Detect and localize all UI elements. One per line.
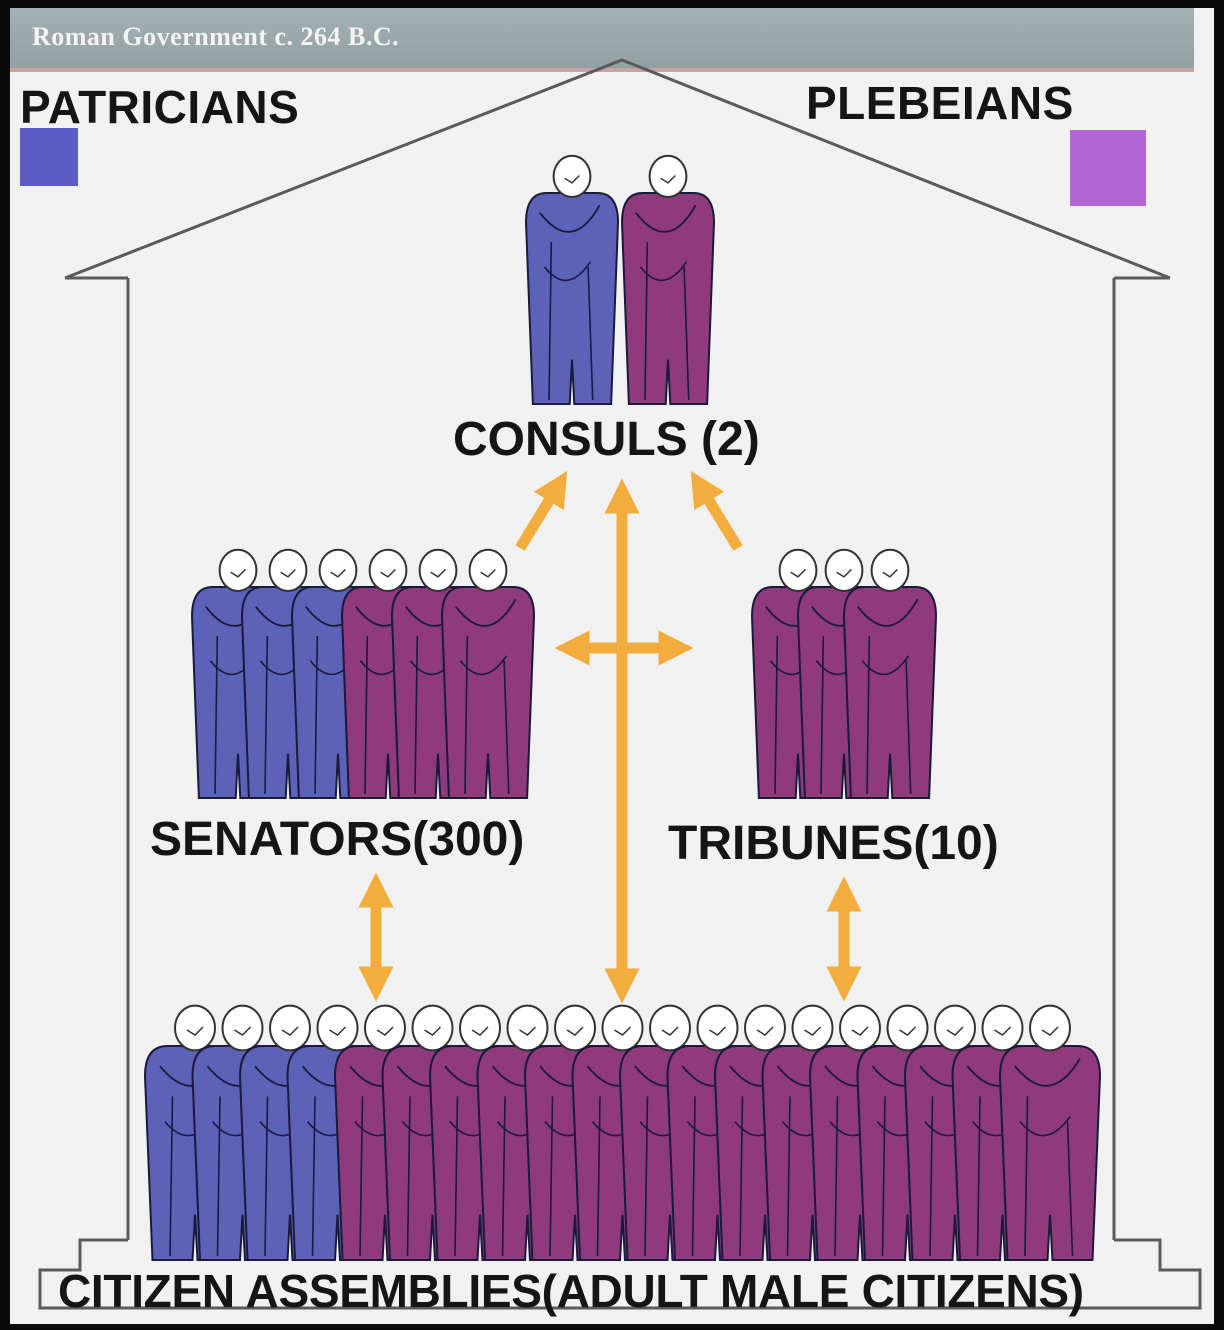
plebeian-figure [442, 550, 534, 798]
tribunes-to-consuls-arrow [700, 486, 738, 548]
senators-to-consuls-arrow [520, 486, 558, 548]
citizen-assemblies-label: CITIZEN ASSEMBLIES(ADULT MALE CITIZENS) [58, 1264, 1084, 1318]
legend-patricians-label: PATRICIANS [20, 80, 299, 134]
plebeian-figure [844, 550, 936, 798]
legend-plebeians-swatch [1070, 130, 1146, 206]
diagram-canvas: Roman Government c. 264 B.C. PATRICIANS … [10, 8, 1214, 1324]
diagram-svg [10, 8, 1214, 1324]
legend-patricians-swatch [20, 128, 78, 186]
legend-plebeians-label: PLEBEIANS [806, 76, 1074, 130]
consuls-figures [526, 156, 714, 404]
senators-label: SENATORS(300) [150, 812, 524, 867]
patrician-figure [526, 156, 618, 404]
tribunes-label: TRIBUNES(10) [668, 816, 999, 871]
assemblies-figures [145, 1006, 1100, 1260]
plebeian-figure [622, 156, 714, 404]
senators-figures [192, 550, 534, 798]
tribunes-figures [752, 550, 936, 798]
consuls-label: CONSULS (2) [453, 412, 760, 467]
